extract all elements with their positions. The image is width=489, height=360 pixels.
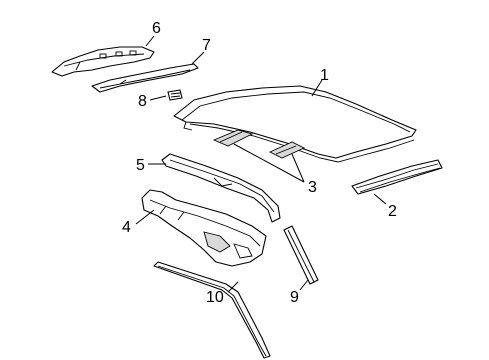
part-1-roof-panel — [173, 85, 417, 163]
part-3-roof-bows — [212, 129, 306, 159]
part-9-pillar-trim — [283, 225, 319, 285]
part-8-clip — [167, 89, 183, 101]
part-6-reinforcement-plate — [51, 46, 155, 77]
callout-5: 5 — [136, 157, 145, 174]
callout-4: 4 — [122, 219, 131, 236]
callout-2: 2 — [388, 203, 397, 220]
part-4-cowl-panel — [141, 189, 267, 267]
part-7-header-panel — [91, 63, 199, 93]
callout-3: 3 — [308, 179, 317, 196]
callout-6: 6 — [152, 20, 161, 37]
callout-10: 10 — [206, 289, 224, 306]
part-5-windshield-header — [161, 153, 281, 223]
callout-8: 8 — [138, 93, 147, 110]
callout-1: 1 — [320, 67, 329, 84]
callout-7: 7 — [202, 37, 211, 54]
part-2-side-rail — [351, 159, 443, 195]
part-10-frame-molding — [153, 261, 271, 359]
leader-lines — [135, 35, 387, 293]
callout-9: 9 — [290, 289, 299, 306]
